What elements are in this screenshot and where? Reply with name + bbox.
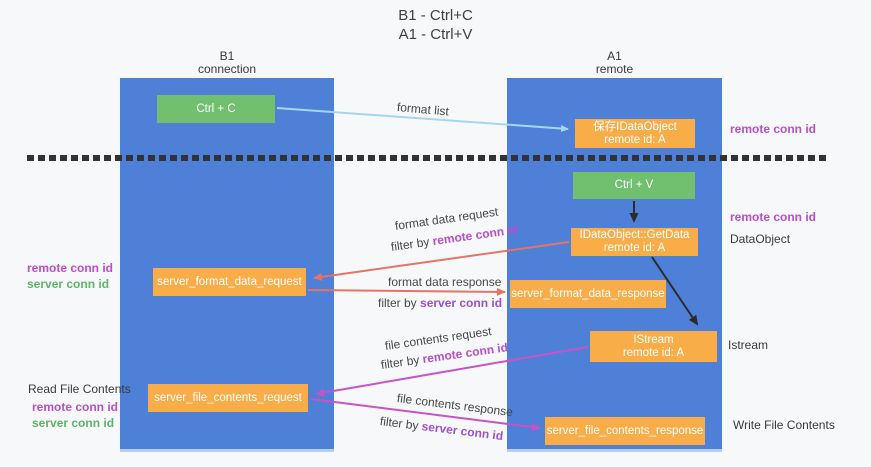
box-istream: IStream remote id: A [590,331,717,362]
lane-b1-name: B1 [219,49,235,63]
server-conn-id-text: server conn id [420,419,504,444]
box-server-file-contents-request: server_file_contents_request [148,384,308,412]
lane-a1-subtitle: remote [595,62,634,76]
label-remote-conn-id-left-top: remote conn id [27,261,114,275]
server-format-data-response-label: server_format_data_response [511,287,665,300]
title-line-2: A1 - Ctrl+V [398,26,473,43]
label-file-contents-response: file contents response [396,391,514,420]
label-remote-conn-id-right-top: remote conn id [730,122,817,136]
arrow-format-data-response [307,287,506,296]
filter-by-text: filter by [378,296,421,310]
label-format-data-response: format data response [388,275,502,289]
server-format-data-request-label: server_format_data_request [157,275,302,288]
label-format-list: format list [396,100,450,119]
box-server-file-contents-response: server_file_contents_response [545,417,705,445]
label-dataobject: DataObject [730,232,791,246]
save-idataobject-line2: remote id: A [604,133,666,146]
ctrl-c-label: Ctrl + C [196,102,236,115]
remote-conn-id-text: remote conn id [431,222,519,249]
lane-header-b1: B1 connection [120,50,334,76]
box-server-format-data-request: server_format_data_request [153,268,306,296]
box-server-format-data-response: server_format_data_response [510,280,666,308]
getdata-line2: remote id: A [603,242,666,254]
label-format-data-response-filter: filter by server conn id [378,296,502,310]
box-idataobject-getdata: IDataObject::GetData remote id: A [571,228,698,256]
lane-header-a1: A1 remote [507,50,722,76]
istream-line2: remote id: A [622,346,685,359]
title-line-1: B1 - Ctrl+C [398,7,473,24]
box-save-idataobject: 保存IDataObject remote id: A [575,119,695,148]
filter-by-text: filter by [390,234,434,254]
label-read-file-contents: Read File Contents [28,382,131,396]
label-istream-right: Istream [728,338,769,352]
filter-by-text: filter by [379,414,423,434]
lane-a1-name: A1 [607,49,622,63]
server-conn-id-text: server conn id [420,296,503,310]
label-remote-conn-id-right-mid: remote conn id [730,210,817,224]
filter-by-text: filter by [380,352,424,372]
dashed-divider [27,155,830,161]
ctrl-v-label: Ctrl + V [614,179,654,191]
server-file-contents-response-label: server_file_contents_response [546,424,704,437]
istream-line1: IStream [633,333,674,346]
label-server-conn-id-left-top: server conn id [27,277,110,291]
server-file-contents-request-label: server_file_contents_request [154,391,302,404]
label-remote-conn-id-left-bottom: remote conn id [32,400,119,414]
lane-b1-subtitle: connection [197,62,257,76]
diagram-title: B1 - Ctrl+C A1 - Ctrl+V [0,6,871,44]
box-ctrl-c: Ctrl + C [157,95,275,123]
label-write-file-contents: Write File Contents [733,418,835,432]
label-server-conn-id-left-bottom: server conn id [32,416,115,430]
getdata-line1: IDataObject::GetData [579,229,690,241]
label-file-contents-response-filter: filter by server conn id [379,414,504,443]
save-idataobject-line1: 保存IDataObject [593,120,677,133]
box-ctrl-v: Ctrl + V [573,172,695,199]
